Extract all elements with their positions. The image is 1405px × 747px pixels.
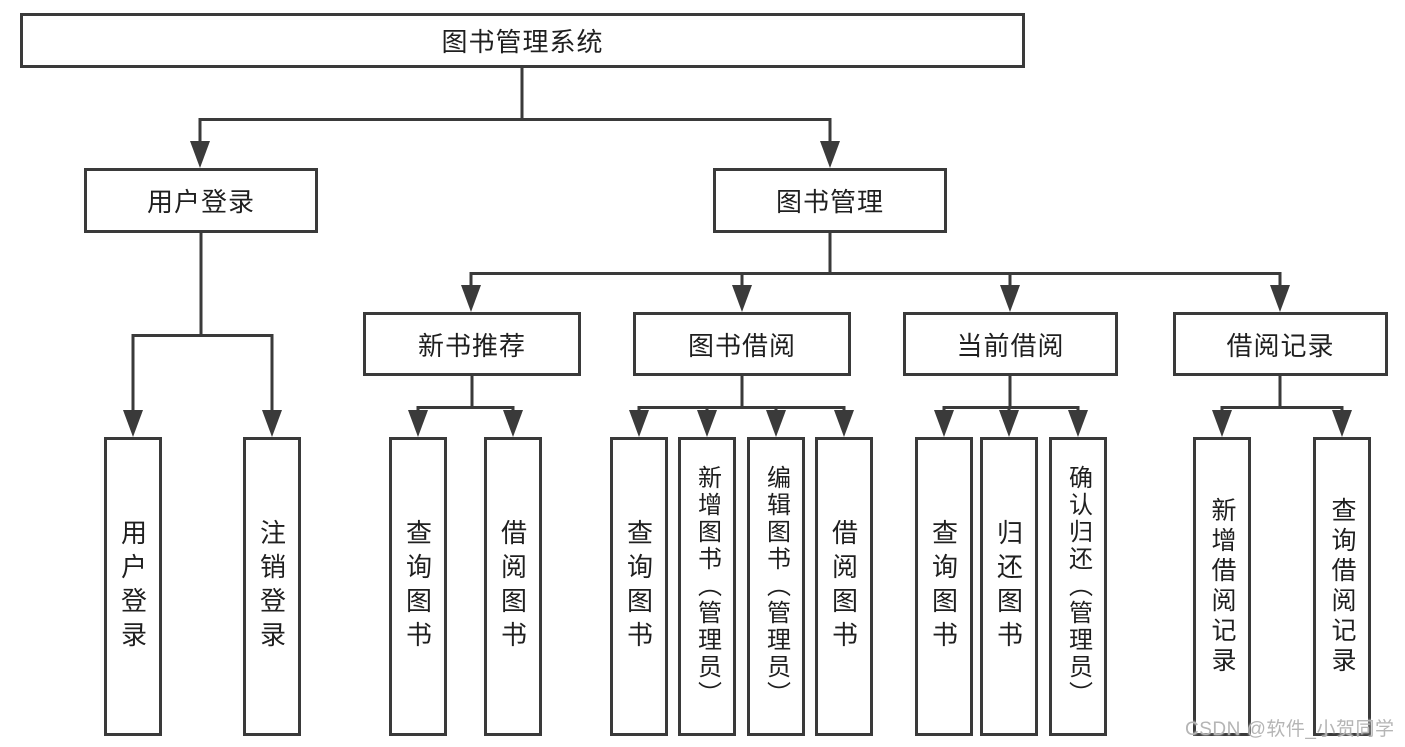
node-library-management-system: 图书管理系统 (20, 13, 1025, 68)
leaf-label: 新增借阅记录 (1208, 496, 1236, 677)
node-borrowing-records: 借阅记录 (1173, 312, 1388, 376)
node-label: 图书借阅 (687, 330, 796, 361)
leaf-add-borrow-record: 新增借阅记录 (1193, 437, 1251, 736)
leaf-label: 查询图书 (928, 518, 959, 655)
node-user-login: 用户登录 (84, 168, 318, 233)
leaf-label: 借阅图书 (497, 518, 528, 655)
leaf-query-books-current: 查询图书 (915, 437, 973, 736)
leaf-label: 查询借阅记录 (1328, 496, 1356, 677)
leaf-edit-book-admin: 编辑图书（管理员） (747, 437, 805, 736)
leaf-label: 确认归还（管理员） (1064, 465, 1092, 708)
leaf-label: 归还图书 (993, 518, 1024, 655)
leaf-logout-login: 注销登录 (243, 437, 301, 736)
leaf-query-borrow-record: 查询借阅记录 (1313, 437, 1371, 736)
leaf-label: 查询图书 (402, 518, 433, 655)
node-label: 借阅记录 (1226, 330, 1335, 361)
leaf-query-books-recommend: 查询图书 (389, 437, 447, 736)
leaf-return-books: 归还图书 (980, 437, 1038, 736)
leaf-query-books-borrowing: 查询图书 (610, 437, 668, 736)
node-label: 新书推荐 (417, 330, 526, 361)
leaf-user-login: 用户登录 (104, 437, 162, 736)
node-label: 当前借阅 (956, 330, 1065, 361)
leaf-label: 查询图书 (623, 518, 654, 655)
leaf-label: 用户登录 (117, 518, 148, 655)
node-current-borrowing: 当前借阅 (903, 312, 1118, 376)
leaf-add-book-admin: 新增图书（管理员） (678, 437, 736, 736)
leaf-confirm-return-admin: 确认归还（管理员） (1049, 437, 1107, 736)
node-book-management: 图书管理 (713, 168, 947, 233)
node-new-book-recommendation: 新书推荐 (363, 312, 581, 376)
node-label: 图书管理系统 (441, 27, 604, 57)
leaf-label: 新增图书（管理员） (693, 465, 721, 708)
watermark: CSDN @软件_小贺同学 (1185, 719, 1395, 740)
node-label: 用户登录 (146, 187, 255, 217)
node-label: 图书管理 (775, 187, 884, 217)
leaf-label: 注销登录 (256, 518, 287, 655)
leaf-label: 借阅图书 (828, 518, 859, 655)
leaf-borrow-books-recommend: 借阅图书 (484, 437, 542, 736)
leaf-label: 编辑图书（管理员） (762, 465, 790, 708)
leaf-borrow-books-borrowing: 借阅图书 (815, 437, 873, 736)
node-book-borrowing: 图书借阅 (633, 312, 851, 376)
